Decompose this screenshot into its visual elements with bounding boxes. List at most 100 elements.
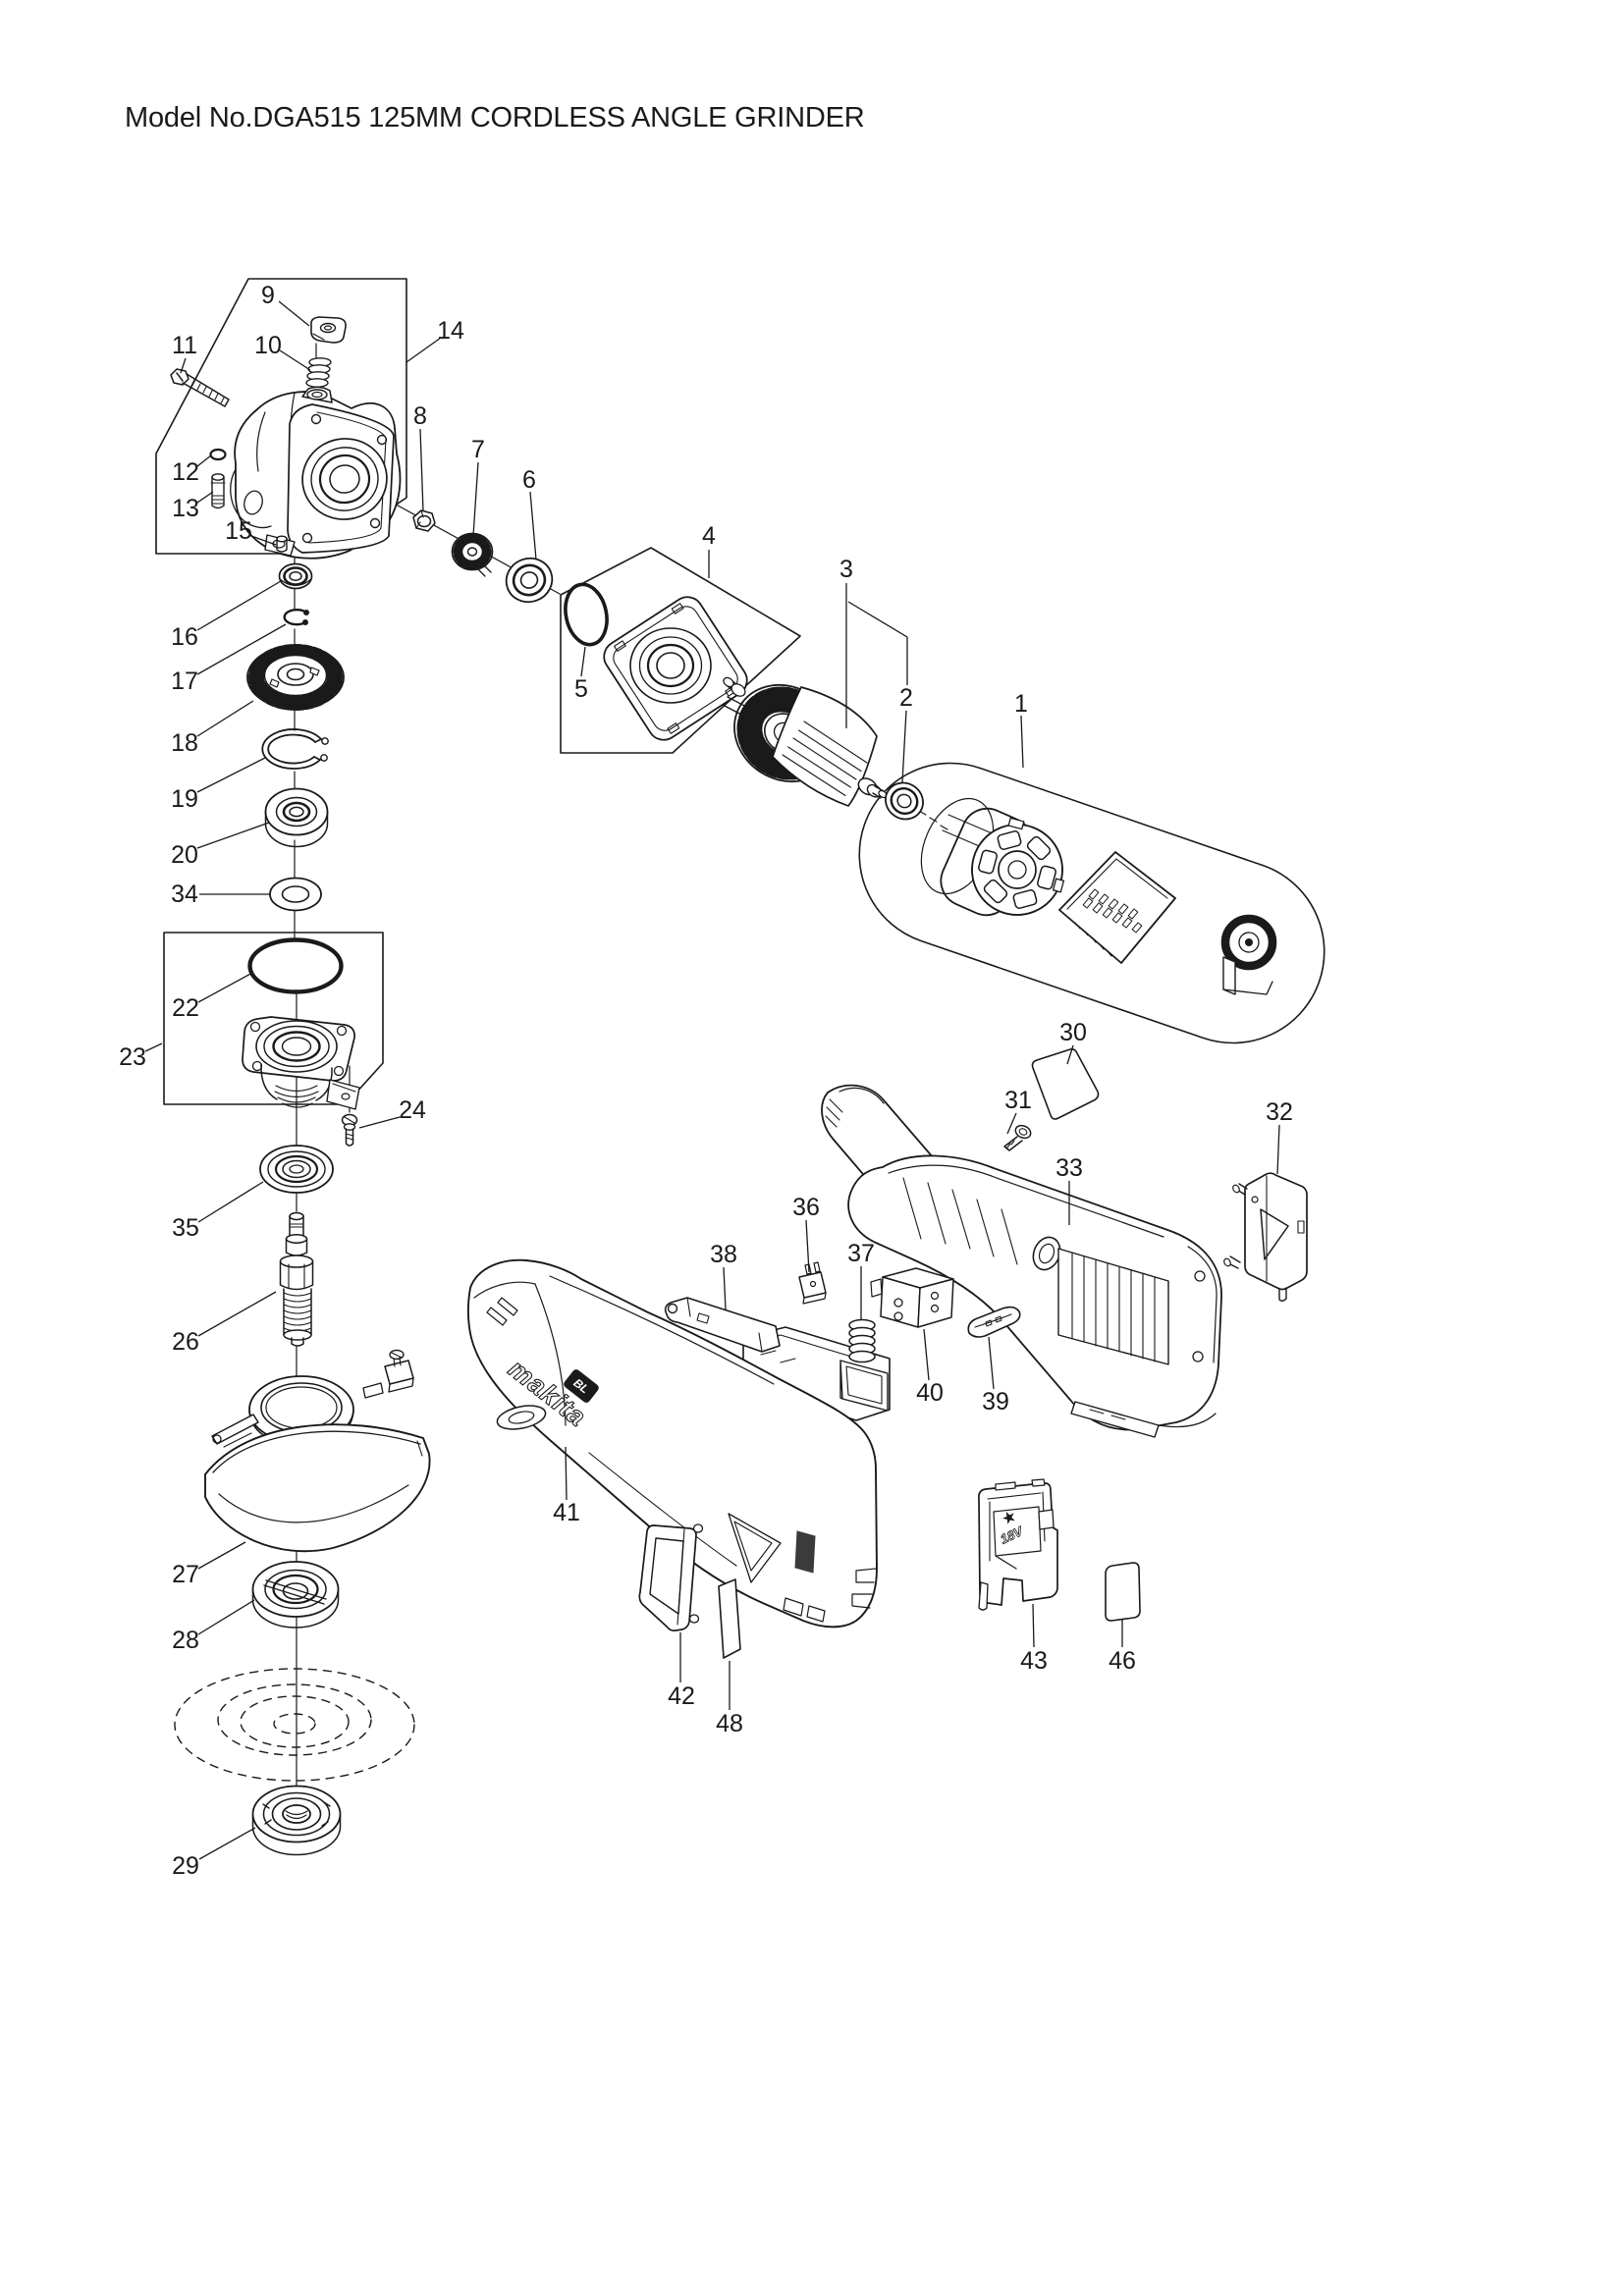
bearing-6 [505, 557, 554, 604]
callout-15-leader [250, 535, 277, 546]
callout-16-label: 16 [171, 623, 198, 651]
callout-22-leader [197, 972, 253, 1003]
callout-11-leader [180, 357, 187, 374]
bearing-20 [264, 787, 329, 848]
bearing-retainer-4 [603, 596, 755, 741]
switch-button-39 [967, 1306, 1021, 1338]
callout-38-label: 38 [710, 1241, 737, 1268]
callout-6-label: 6 [522, 466, 536, 494]
switch-block-40 [870, 1267, 954, 1328]
o-ring-22 [247, 937, 344, 994]
callout-30-label: 30 [1059, 1019, 1087, 1046]
callout-29-label: 29 [172, 1852, 199, 1880]
callout-32-leader [1276, 1124, 1280, 1175]
callout-46-label: 46 [1109, 1647, 1136, 1675]
callout-24-label: 24 [399, 1096, 426, 1124]
pinion-gear-7 [451, 532, 494, 577]
callout-30-leader [1066, 1044, 1074, 1065]
callout-18-label: 18 [171, 729, 198, 757]
callout-48-label: 48 [716, 1710, 743, 1737]
sticker-48 [718, 1578, 741, 1659]
bolt-11 [170, 368, 230, 407]
grinding-wheel-dashed [174, 1668, 415, 1782]
cap-9 [310, 316, 347, 344]
callout-29-leader [198, 1827, 256, 1860]
bearing-2 [885, 781, 924, 821]
callout-36-leader [805, 1219, 810, 1273]
callout-41-leader [565, 1446, 568, 1501]
armature-3 [723, 676, 888, 807]
callout-8-leader [419, 428, 424, 512]
wheel-guard-27 [204, 1349, 431, 1553]
nut-8 [412, 509, 436, 532]
callout-14-label: 14 [437, 317, 464, 345]
callout-23-label: 23 [119, 1043, 146, 1071]
callout-20-leader [196, 822, 270, 849]
callout-37-label: 37 [847, 1240, 875, 1267]
bevel-gear-18 [246, 644, 345, 711]
callout-12-leader [196, 454, 212, 467]
callout-16-leader [196, 580, 282, 631]
spring-37 [848, 1318, 876, 1363]
callout-2-leader-2 [847, 601, 908, 685]
callout-11-label: 11 [172, 332, 197, 359]
o-ring-5 [564, 582, 609, 647]
callout-2-leader [901, 710, 907, 783]
callout-17-leader [196, 623, 287, 675]
callout-39-label: 39 [982, 1388, 1009, 1415]
bearing-16 [278, 562, 313, 590]
retaining-ring-19 [261, 728, 329, 770]
callout-14-leader [406, 337, 442, 363]
lock-nut-29 [251, 1785, 342, 1856]
callout-7-label: 7 [471, 436, 485, 463]
callout-20-label: 20 [171, 841, 198, 869]
assembly-box-23 [163, 932, 384, 1105]
callout-10-label: 10 [254, 332, 282, 359]
spring-10 [305, 357, 332, 388]
callout-13-leader [196, 491, 214, 504]
callout-31-leader [1006, 1112, 1017, 1135]
callout-33-label: 33 [1055, 1154, 1083, 1182]
callout-26-label: 26 [172, 1328, 199, 1356]
screw-31 [1003, 1124, 1032, 1151]
snap-ring-17 [283, 608, 310, 626]
callout-34-label: 34 [171, 881, 198, 908]
bearing-box-23 [242, 1016, 360, 1110]
motor-housing-33 [821, 1084, 1222, 1438]
callout-39-leader [988, 1336, 995, 1390]
callout-22-label: 22 [172, 994, 199, 1022]
callout-9-label: 9 [261, 282, 275, 309]
callout-3-label: 3 [839, 556, 853, 583]
callout-7-leader [472, 461, 479, 537]
battery-star: ★ [999, 1506, 1020, 1529]
callout-35-leader [197, 1181, 264, 1223]
rear-bracket-32 [1223, 1172, 1308, 1302]
callout-35-label: 35 [172, 1214, 199, 1242]
callout-6-leader [529, 491, 537, 561]
callout-27-leader [197, 1541, 246, 1570]
callout-28-leader [197, 1599, 255, 1635]
name-plate-30 [1031, 1048, 1100, 1120]
callout-1-label: 1 [1014, 690, 1028, 718]
callout-8-label: 8 [413, 402, 427, 430]
pin-15 [276, 535, 288, 553]
assembly-boundary-1 [858, 762, 1325, 1044]
callout-40-leader [923, 1328, 930, 1381]
callout-5-leader [580, 646, 586, 677]
slide-switch-lever-38 [664, 1297, 781, 1353]
callout-15-label: 15 [225, 517, 252, 545]
terminal-cover-43: ★ 18V [978, 1478, 1058, 1611]
callout-10-leader [279, 349, 311, 371]
callout-5-label: 5 [574, 675, 588, 703]
o-ring-12 [209, 448, 227, 461]
inner-flange-28 [251, 1561, 340, 1629]
micro-switch-36 [798, 1261, 827, 1305]
stator-assembly-1 [920, 797, 1277, 995]
callout-18-leader [196, 700, 254, 737]
guard-bracket-42 [638, 1523, 704, 1632]
callout-36-label: 36 [792, 1194, 820, 1221]
callout-layer: 1234567891011121314151617181920222324262… [119, 282, 1293, 1880]
callout-1-leader [1020, 715, 1024, 769]
